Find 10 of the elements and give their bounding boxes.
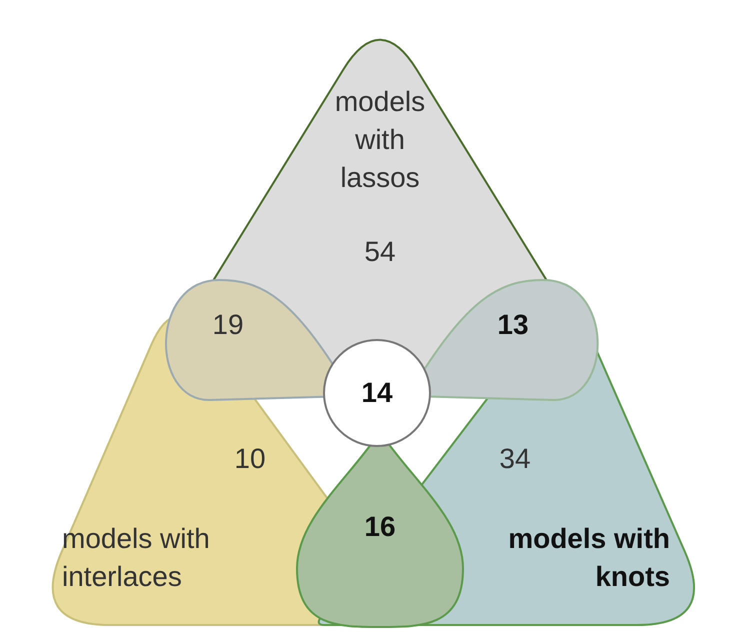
set-name: models with lassos <box>334 85 426 195</box>
set-name: models with interlaces <box>62 522 211 594</box>
count-label: 14 <box>360 376 394 410</box>
count-label: 34 <box>498 442 532 476</box>
count-label: 13 <box>496 308 530 342</box>
set-name: models with knots <box>507 522 670 594</box>
count-label: 16 <box>363 510 397 544</box>
count-label: 54 <box>363 235 397 269</box>
count-label: 10 <box>233 442 267 476</box>
count-label: 19 <box>211 308 245 342</box>
